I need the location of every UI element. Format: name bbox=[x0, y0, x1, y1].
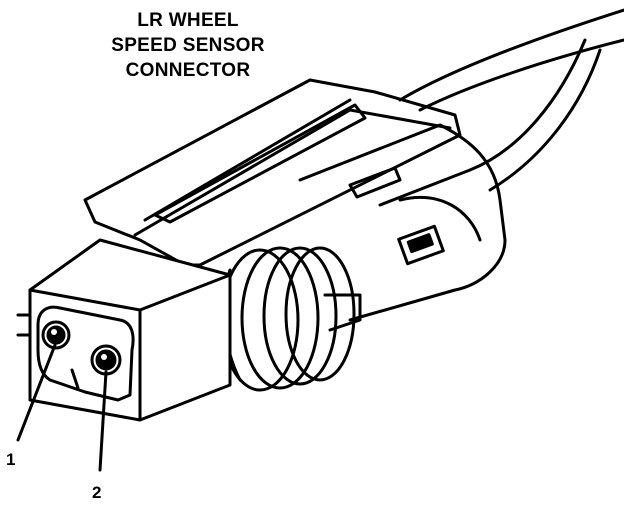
rear-boot bbox=[298, 123, 507, 322]
locking-latch bbox=[83, 78, 462, 267]
title-line-2: SPEED SENSOR bbox=[111, 35, 265, 56]
title-line-3: CONNECTOR bbox=[125, 60, 251, 81]
ribbed-seal bbox=[220, 246, 362, 392]
callout-label-1: 1 bbox=[6, 450, 16, 469]
title-line-1: LR WHEEL bbox=[137, 10, 239, 31]
terminal-face bbox=[36, 305, 135, 402]
leader-line-2 bbox=[98, 370, 108, 472]
diagram-title: LR WHEEL SPEED SENSOR CONNECTOR bbox=[88, 8, 288, 83]
wire-harness bbox=[398, 8, 624, 192]
leader-line-1 bbox=[16, 343, 57, 442]
terminal-2 bbox=[90, 344, 122, 376]
callout-label-2: 2 bbox=[92, 483, 102, 502]
terminal-1 bbox=[41, 320, 71, 350]
